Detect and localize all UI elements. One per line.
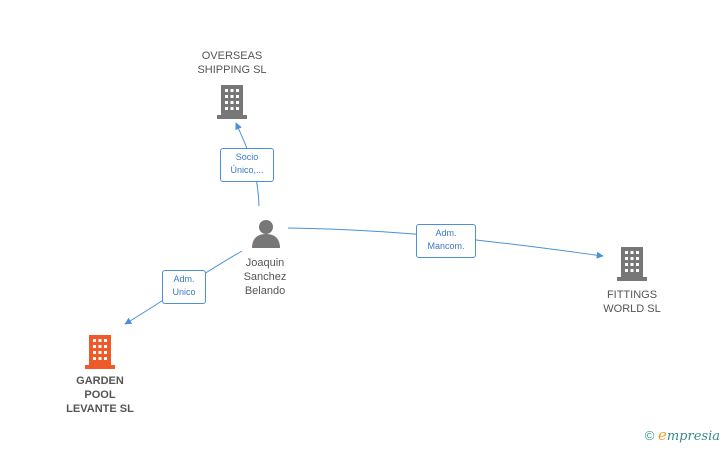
copyright-symbol: © xyxy=(644,428,655,443)
edge-label-adm-unico[interactable]: Adm. Unico xyxy=(162,270,206,304)
brand-logo-initial: e xyxy=(657,426,667,444)
building-icon[interactable] xyxy=(85,335,115,369)
brand-logo-text: mpresia xyxy=(666,429,720,444)
building-icon[interactable] xyxy=(617,247,647,281)
node-label-overseas[interactable]: OVERSEAS SHIPPING SL xyxy=(197,50,267,76)
node-label-garden[interactable]: GARDEN POOL LEVANTE SL xyxy=(66,375,134,415)
node-label-person[interactable]: Joaquin Sanchez Belando xyxy=(243,257,287,297)
edge-label-adm-mancom[interactable]: Adm. Mancom. xyxy=(416,224,476,258)
brand-footer: © empresia xyxy=(645,426,720,444)
node-label-fittings[interactable]: FITTINGS WORLD SL xyxy=(603,289,661,315)
person-icon[interactable] xyxy=(251,218,281,248)
building-icon[interactable] xyxy=(217,85,247,119)
edge-label-socio-unico[interactable]: Socio Único,... xyxy=(220,148,274,182)
